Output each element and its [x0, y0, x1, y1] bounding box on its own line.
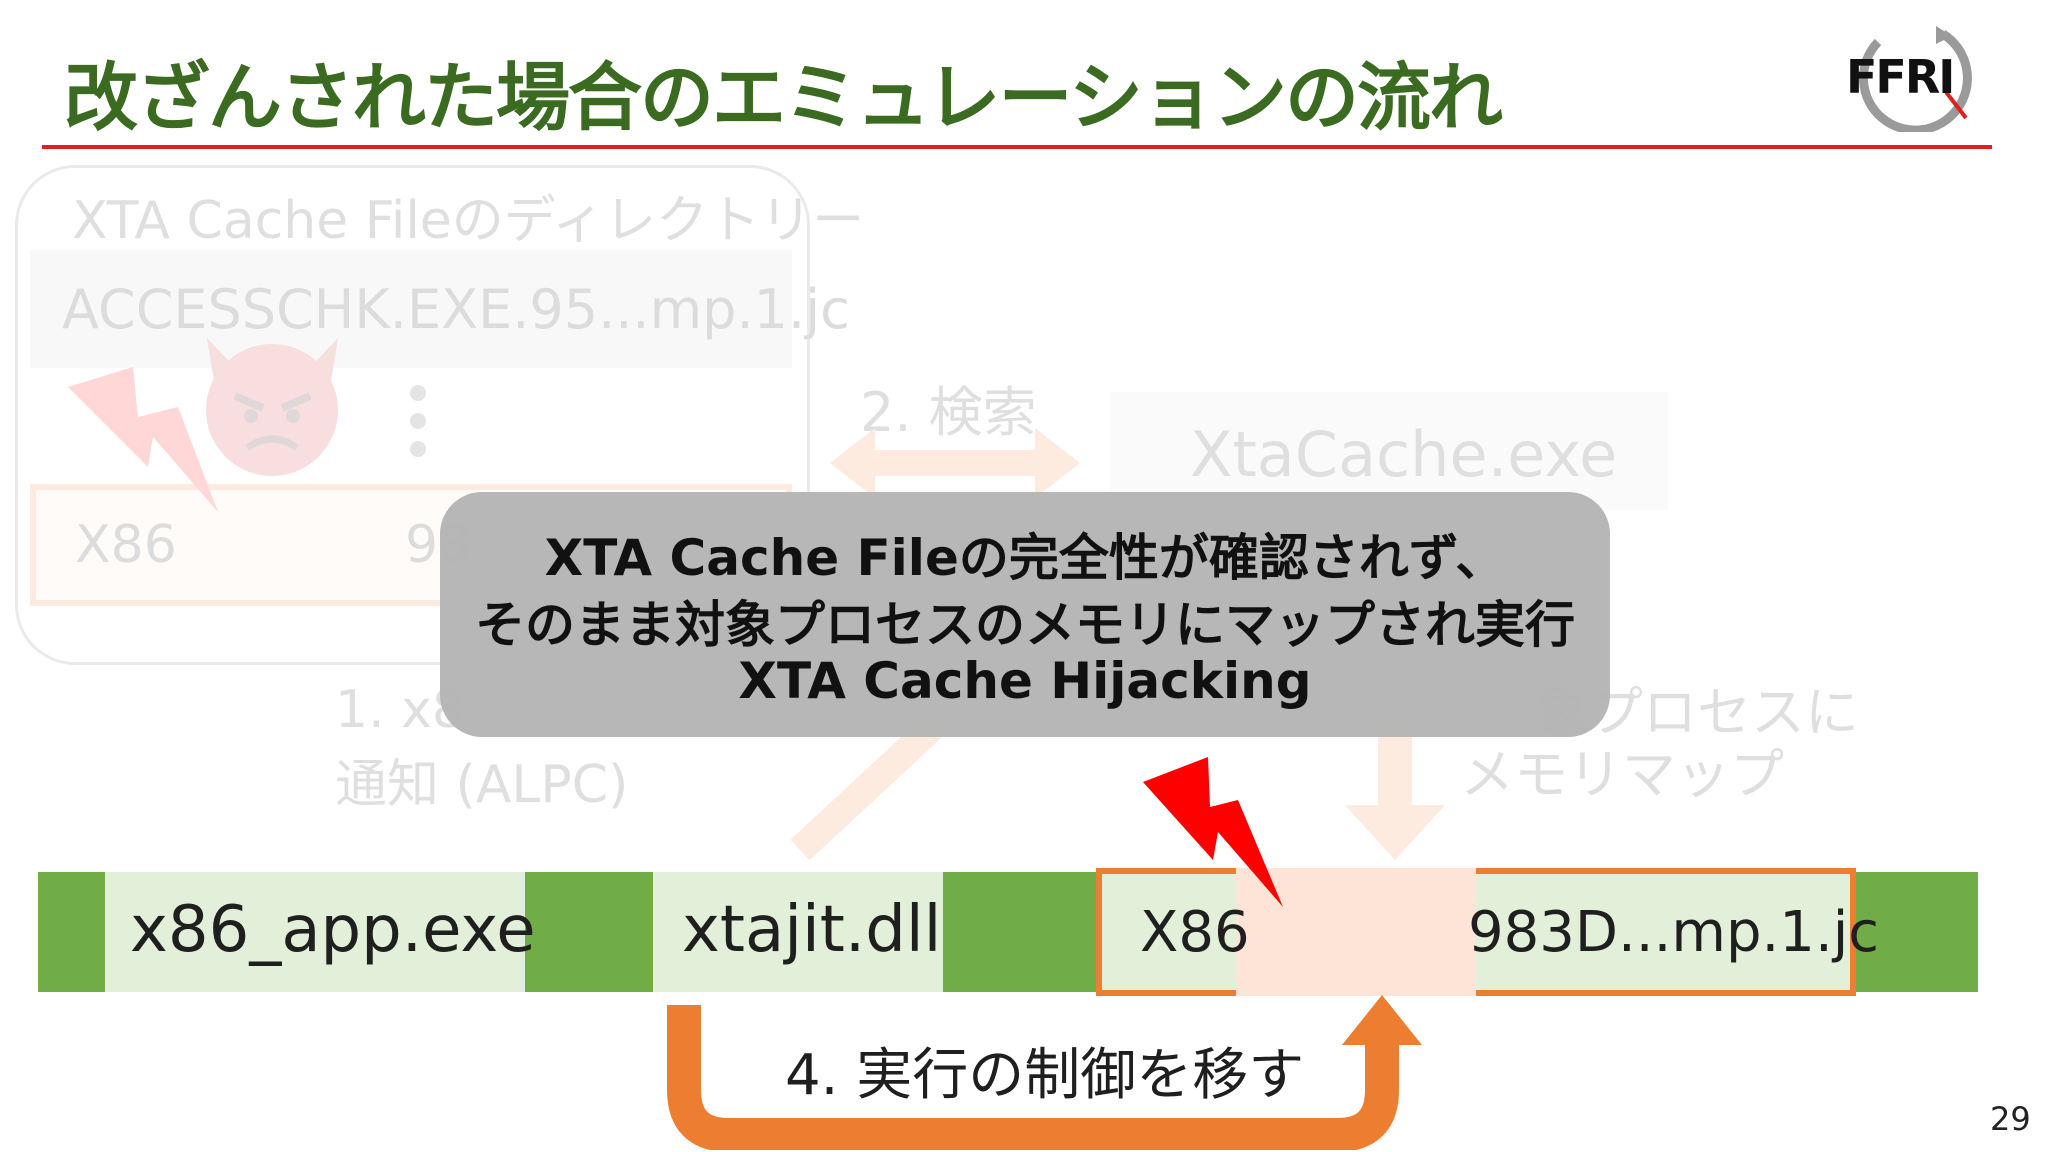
directory-entry-x86-prefix: X86 [75, 515, 177, 575]
directory-title: XTA Cache Fileのディレクトリー [72, 191, 865, 251]
ffri-logo-icon [1858, 26, 1972, 132]
diagonal-arrow-icon [790, 709, 950, 860]
memory-cell-jc-tampered-region [1236, 868, 1476, 996]
step-search-label: 2. 検索 [860, 381, 1037, 444]
memory-cell-jc-suffix: 983D...mp.1.jc [1468, 900, 1880, 965]
control-transfer-arrow-icon [667, 995, 1422, 1150]
memory-cell-xtajit [653, 872, 943, 992]
down-arrow-icon [1345, 720, 1445, 860]
xtacache-process-label: XtaCache.exe [1190, 418, 1618, 491]
step4-label: 4. 実行の制御を移す [785, 1043, 1305, 1108]
logo-text: FFRI [1846, 50, 1955, 104]
lightning-bolt-icon [1143, 757, 1283, 907]
callout-line1: XTA Cache Fileの完全性が確認されず、 [544, 529, 1506, 587]
lightning-bolt-icon [68, 367, 218, 512]
ellipsis-dots-icon [410, 385, 426, 469]
step3-label-line2: メモリマップ [1460, 743, 1784, 806]
memory-cell-app [105, 872, 525, 992]
double-arrow-icon [830, 428, 1080, 498]
directory-box [15, 165, 810, 665]
callout-box [440, 492, 1610, 737]
callout-line2: そのまま対象プロセスのメモリにマップされ実行 [475, 596, 1575, 654]
title-underline [42, 145, 1992, 149]
directory-entry-accesschk [30, 250, 792, 368]
xtacache-process-box [1110, 392, 1668, 510]
angry-devil-icon [206, 338, 338, 476]
callout-line3: XTA Cache Hijacking [738, 652, 1312, 710]
directory-entry-accesschk-label: ACCESSCHK.EXE.95...mp.1.jc [62, 278, 850, 341]
memory-cell-app-label: x86_app.exe [130, 893, 536, 967]
page-number: 29 [1990, 1100, 2031, 1138]
slide-title: 改ざんされた場合のエミュレーションの流れ [64, 55, 1503, 141]
step1-label-line2: 通知 (ALPC) [335, 755, 629, 815]
memory-cell-jc-file [1096, 868, 1856, 996]
memory-cell-jc-prefix: X86 [1140, 900, 1250, 965]
memory-cell-xtajit-label: xtajit.dll [682, 893, 942, 967]
